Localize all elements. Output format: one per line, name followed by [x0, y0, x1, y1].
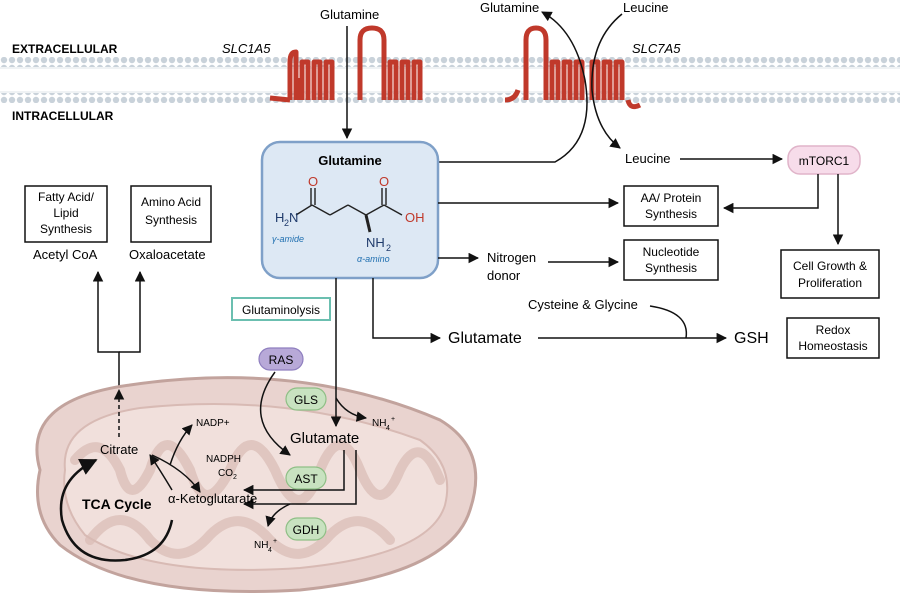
cell-growth-box [780, 249, 880, 299]
cysteine-glycine-join [649, 305, 688, 339]
amino-acid-line1: Amino Acid [141, 195, 201, 209]
slc7a5-transporter [504, 25, 642, 110]
citrate-label: Citrate [100, 442, 138, 457]
nadp-arrow [169, 424, 193, 466]
ras-label: RAS [269, 353, 294, 367]
gdh-reaction-arrow [242, 450, 357, 510]
fatty-acid-line3: Synthesis [40, 222, 92, 236]
amino-acid-line2: Synthesis [145, 213, 197, 227]
gamma-amide-label: γ-amide [272, 234, 304, 244]
ammonium-gdh-subscript: 4 [268, 547, 272, 554]
fatty-acid-line2: Lipid [53, 206, 78, 220]
gls-ammonium-arrow [335, 397, 368, 422]
gdh-enzyme [285, 517, 327, 541]
glutamine-molecule-box [260, 140, 440, 280]
cell-growth-line1: Cell Growth & [793, 259, 867, 273]
ast-label: AST [294, 472, 318, 486]
glutamine-extracellular-label: Glutamine [320, 7, 379, 22]
cell-growth-line2: Proliferation [798, 276, 862, 290]
to-oxaloacetate-arrow [119, 270, 146, 353]
amide-h-atom: H [275, 210, 284, 225]
leucine-intracellular-label: Leucine [625, 151, 671, 166]
cysteine-glycine-label: Cysteine & Glycine [528, 297, 638, 312]
ras-activation-arrow [259, 371, 291, 456]
fatty-acid-line1: Fatty Acid/ [38, 190, 95, 204]
gls-label: GLS [294, 393, 318, 407]
glutamate-mito-label: Glutamate [290, 430, 359, 447]
glutamine-structure [295, 188, 403, 233]
glutamine-molecule-title: Glutamine [318, 153, 382, 168]
amide-h-subscript: 2 [284, 218, 289, 228]
citrate-to-akg-arrow [151, 454, 201, 493]
co2-subscript: 2 [233, 474, 237, 481]
slc1a5-transporter [269, 25, 423, 103]
ammonium-gls-superscript: + [391, 416, 395, 423]
intracellular-label: INTRACELLULAR [12, 109, 114, 123]
gls-enzyme [285, 387, 327, 411]
mitochondrion [35, 376, 478, 593]
redox-line1: Redox [816, 323, 851, 337]
hydroxyl-atom: OH [405, 210, 425, 225]
nucleotide-line1: Nucleotide [643, 245, 700, 259]
gsh-label: GSH [734, 330, 769, 347]
mtorc1-to-protein-arrow [722, 174, 819, 214]
gdh-label: GDH [293, 523, 320, 537]
nucleotide-synthesis-box [623, 239, 719, 281]
fatty-acid-synthesis-box [24, 185, 108, 243]
alpha-amino-label: α-amino [357, 254, 390, 264]
redox-homeostasis-box [786, 317, 880, 359]
acetyl-coa-label: Acetyl CoA [33, 247, 98, 262]
glutamine-to-glutamate-arrow [372, 278, 442, 344]
aa-protein-line2: Synthesis [645, 207, 697, 221]
tca-cycle-label: TCA Cycle [82, 496, 152, 512]
alpha-amine-subscript: 2 [386, 243, 391, 253]
oxygen-atom-amide: O [308, 174, 318, 189]
alpha-amine-atom: NH [366, 235, 385, 250]
nadph-label: NADPH [206, 454, 241, 465]
mtorc1-node [787, 145, 861, 175]
ras-node [258, 347, 304, 371]
amide-n-atom: N [289, 210, 298, 225]
to-acetyl-coa-arrow [92, 270, 120, 390]
aa-protein-synthesis-box [623, 185, 719, 227]
glutamine-efflux-arrow [437, 11, 588, 163]
glutamate-cytosol-label: Glutamate [448, 330, 522, 347]
extracellular-label: EXTRACELLULAR [12, 42, 118, 56]
mtorc1-label: mTORC1 [799, 154, 850, 168]
ammonium-gdh-superscript: + [273, 538, 277, 545]
redox-line2: Homeostasis [798, 339, 867, 353]
leucine-extracellular-label: Leucine [623, 0, 669, 15]
cell-membrane [0, 57, 900, 103]
co2-label: CO [218, 468, 233, 479]
slc7a5-label: SLC7A5 [632, 41, 681, 56]
aa-protein-line1: AA/ Protein [641, 191, 702, 205]
tca-cycle-arrow [59, 458, 174, 562]
leucine-influx-arrow [591, 13, 623, 149]
nucleotide-line2: Synthesis [645, 261, 697, 275]
nitrogen-donor-line1: Nitrogen [487, 250, 536, 265]
slc1a5-label: SLC1A5 [222, 41, 271, 56]
nitrogen-donor-line2: donor [487, 268, 521, 283]
nadp-label: NADP+ [196, 418, 230, 429]
glutaminolysis-label: Glutaminolysis [242, 303, 320, 317]
oxygen-atom-carboxyl: O [379, 174, 389, 189]
ast-enzyme [285, 466, 327, 490]
alpha-ketoglutarate-label: α-Ketoglutarate [168, 491, 257, 506]
akg-to-citrate-arrow [149, 454, 173, 491]
oxaloacetate-label: Oxaloacetate [129, 247, 206, 262]
ammonium-gdh-label: NH [254, 540, 268, 551]
ammonium-gls-label: NH [372, 418, 386, 429]
gdh-ammonium-arrow [265, 503, 291, 528]
glutaminolysis-box [231, 297, 331, 321]
amino-acid-synthesis-box [130, 185, 212, 243]
glutamine-efflux-label: Glutamine [480, 0, 539, 15]
ammonium-gls-subscript: 4 [386, 425, 390, 432]
ast-reaction-arrow [242, 450, 345, 496]
